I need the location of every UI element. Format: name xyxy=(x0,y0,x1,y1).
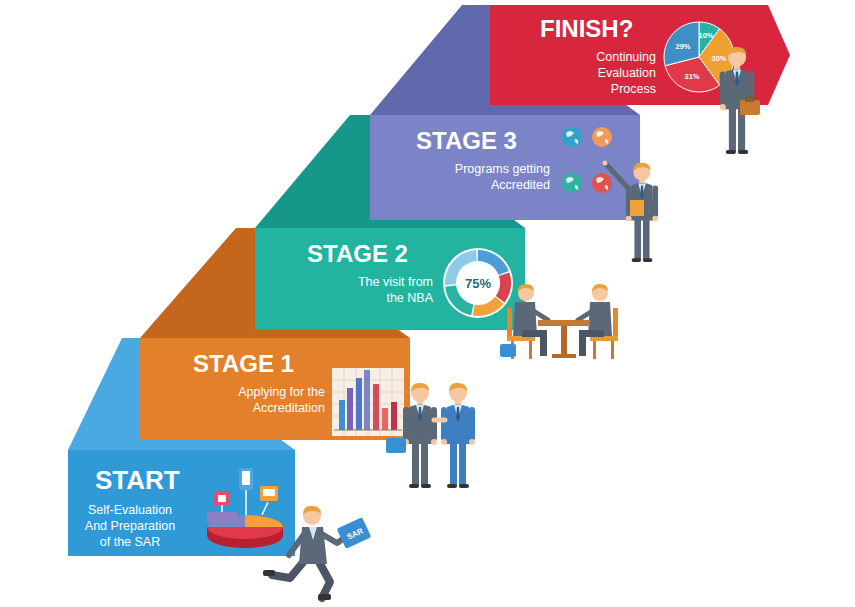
text-column: STAGE 1 Applying for the Accreditation xyxy=(190,350,325,416)
step-description: The visit from the NBA xyxy=(341,274,433,307)
step-description: Applying for the Accreditation xyxy=(215,384,325,417)
stair-step: START Self-Evaluation And Preparation of … xyxy=(68,450,295,556)
stair-step: FINISH? Continuing Evaluation Process xyxy=(490,5,790,105)
briefcase-label: SAR xyxy=(345,526,364,541)
step-heading: STAGE 1 xyxy=(190,350,325,378)
text-column: START Self-Evaluation And Preparation of … xyxy=(78,466,182,551)
step-heading: STAGE 3 xyxy=(414,127,550,155)
text-column: STAGE 2 The visit from the NBA xyxy=(305,240,433,306)
pie-value: 10% xyxy=(698,31,713,40)
pie-value: 31% xyxy=(684,72,699,81)
step-description: Programs getting Accredited xyxy=(440,161,550,194)
step-heading: FINISH? xyxy=(538,15,656,43)
pie-value: 30% xyxy=(711,54,726,63)
stair-step: STAGE 1 Applying for the Accreditation xyxy=(140,338,410,440)
arrow-shape xyxy=(490,5,790,105)
step-heading: STAGE 2 xyxy=(305,240,433,268)
stair-step: STAGE 3 Programs getting Accredited xyxy=(370,115,640,220)
donut-value: 75% xyxy=(465,276,491,291)
text-column: FINISH? Continuing Evaluation Process xyxy=(538,15,656,97)
step-description: Self-Evaluation And Preparation of the S… xyxy=(80,502,180,551)
step-heading: START xyxy=(78,466,182,496)
text-column: STAGE 3 Programs getting Accredited xyxy=(414,127,550,193)
pie-value: 29% xyxy=(675,42,690,51)
step-description: Continuing Evaluation Process xyxy=(574,49,656,98)
